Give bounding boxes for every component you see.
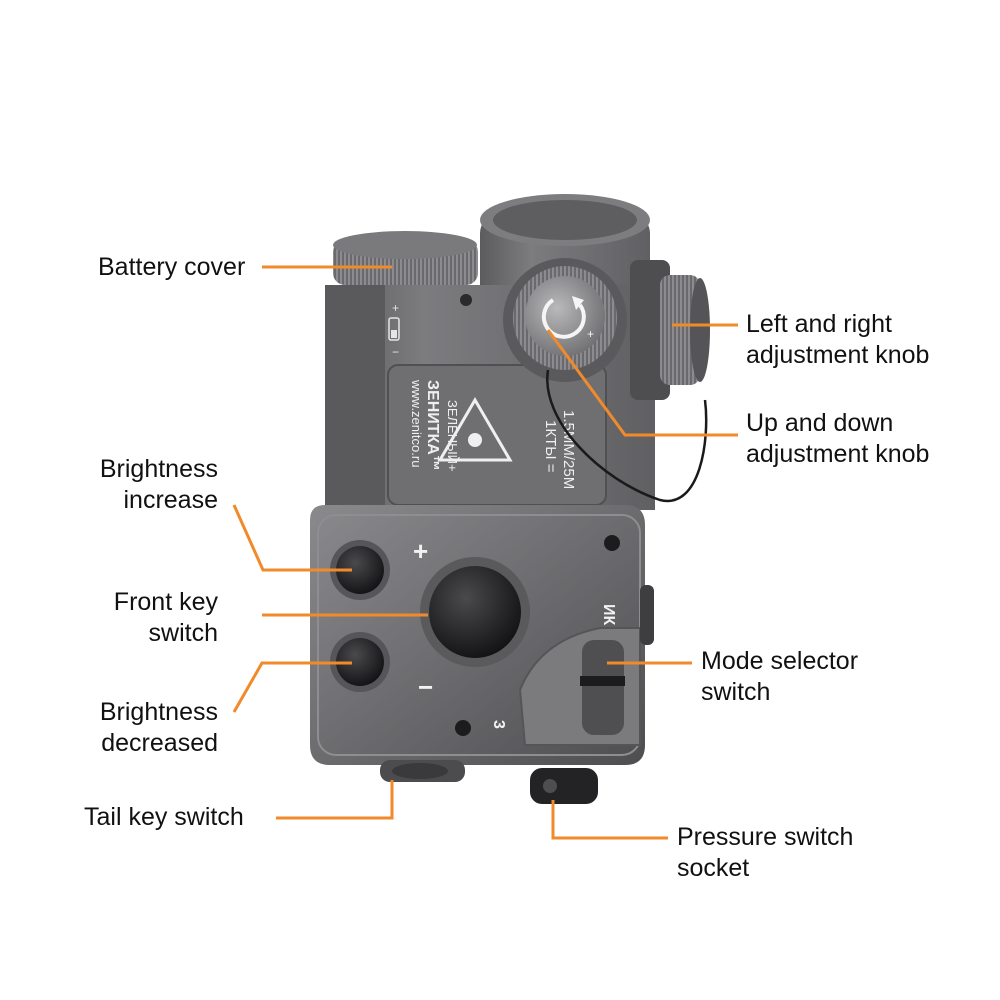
label-battery-cover: Battery cover xyxy=(98,253,246,281)
side-rail xyxy=(640,585,654,645)
left-right-adjustment-knob[interactable] xyxy=(630,260,710,400)
leader-lines xyxy=(232,265,738,840)
svg-text:3: 3 xyxy=(490,720,507,729)
label-pressure-socket: Pressure switch socket xyxy=(677,823,854,882)
front-key-switch[interactable] xyxy=(420,557,530,667)
svg-text:ЗЕЛЕНЫЙ+: ЗЕЛЕНЫЙ+ xyxy=(445,400,460,472)
up-down-adjustment-knob[interactable]: + xyxy=(503,258,627,382)
label-up-down-knob: Up and down adjustment knob xyxy=(746,409,930,468)
svg-text:1.5ММ/25М: 1.5ММ/25М xyxy=(560,410,577,489)
svg-text:+: + xyxy=(392,301,399,315)
label-front-key-switch: Front key switch xyxy=(113,588,218,647)
svg-text:ИК: ИК xyxy=(600,604,617,626)
label-brightness-increase: Brightness increase xyxy=(99,455,218,514)
svg-text:−: − xyxy=(392,345,399,359)
brightness-decrease-button[interactable]: − xyxy=(330,632,433,702)
leader-brightness-increase xyxy=(232,504,352,572)
battery-cover[interactable] xyxy=(333,231,478,285)
leader-up-down-knob xyxy=(546,329,738,437)
battery-indicator: + − xyxy=(388,301,400,359)
leader-pressure-socket xyxy=(551,800,668,840)
svg-text:www.zenitco.ru: www.zenitco.ru xyxy=(409,379,424,467)
pressure-switch-socket[interactable] xyxy=(530,768,598,804)
label-tail-key-switch: Tail key switch xyxy=(84,803,244,831)
label-mode-selector: Mode selector switch xyxy=(701,647,859,706)
svg-text:−: − xyxy=(418,672,433,702)
label-brightness-decreased: Brightness decreased xyxy=(99,698,218,757)
label-left-right-knob: Left and right adjustment knob xyxy=(746,310,930,369)
svg-text:1КТЫ =: 1КТЫ = xyxy=(542,420,559,473)
svg-text:+: + xyxy=(413,536,428,566)
engraved-panel: www.zenitco.ru ЗЕНИТКА™ ЗЕЛЕНЫЙ+ 1КТЫ = … xyxy=(387,364,607,506)
leader-tail-key xyxy=(276,780,394,820)
svg-text:+: + xyxy=(587,327,594,341)
svg-text:ЗЕНИТКА™: ЗЕНИТКА™ xyxy=(424,380,441,471)
leader-brightness-decrease xyxy=(232,661,352,713)
tail-key-switch[interactable] xyxy=(380,760,465,782)
mode-selector-switch[interactable]: ИК 3 xyxy=(490,604,641,746)
brightness-increase-button[interactable]: + xyxy=(330,536,428,600)
lanyard-cable xyxy=(546,369,708,503)
